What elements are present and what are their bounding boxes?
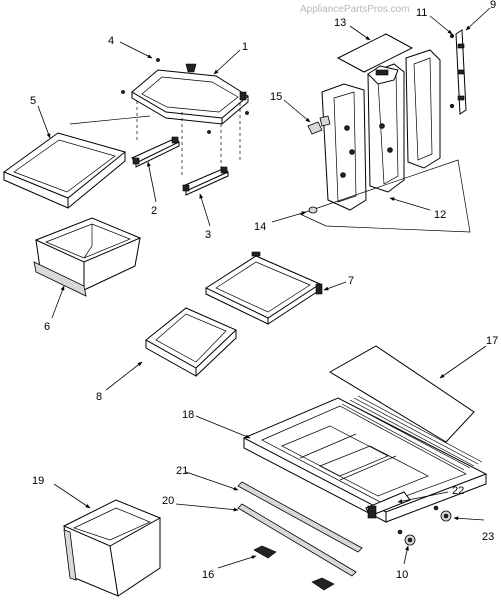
part-rail-21 — [237, 481, 363, 553]
part-slide-rail-left — [131, 136, 180, 168]
callout-5: 5 — [30, 95, 36, 107]
part-wheels — [397, 505, 452, 546]
callout-18: 18 — [182, 409, 194, 421]
callout-10: 10 — [396, 569, 408, 581]
callout-14: 14 — [254, 221, 266, 233]
callout-22: 22 — [452, 485, 464, 497]
callout-17: 17 — [486, 335, 498, 347]
callout-7: 7 — [348, 275, 354, 287]
part-clips-16 — [253, 545, 335, 591]
callout-21: 21 — [176, 465, 188, 477]
callout-20: 20 — [162, 495, 174, 507]
callout-12: 12 — [434, 209, 446, 221]
part-glass-shelf-8 — [145, 307, 237, 377]
callout-2: 2 — [151, 205, 157, 217]
callout-15: 15 — [270, 91, 282, 103]
callout-9: 9 — [490, 0, 496, 11]
callout-23: 23 — [482, 531, 494, 543]
watermark: AppliancePartsPros.com — [300, 4, 410, 15]
part-glass-shelf-5 — [2, 132, 127, 209]
part-air-duct-assembly — [299, 29, 471, 233]
part-crisper-drawer-6 — [33, 217, 142, 297]
part-crisper-cover-frame — [242, 395, 488, 523]
callout-19: 19 — [32, 475, 44, 487]
callout-3: 3 — [205, 229, 211, 241]
part-glass-cover-17 — [329, 345, 475, 443]
callout-11: 11 — [416, 7, 427, 19]
callout-13: 13 — [334, 17, 346, 29]
part-shelf-frame-upper — [69, 58, 249, 176]
callout-16: 16 — [202, 569, 214, 581]
callout-6: 6 — [44, 321, 50, 333]
part-pan-19 — [62, 499, 162, 597]
part-shelf-frame-middle — [204, 251, 323, 325]
part-rail-20 — [237, 503, 357, 577]
callout-labels: 1 2 3 4 5 6 7 8 9 10 11 12 13 14 15 16 1… — [30, 0, 498, 581]
callout-4: 4 — [108, 35, 114, 47]
callout-1: 1 — [242, 41, 248, 53]
part-screw-14 — [308, 206, 318, 214]
leader-lines — [37, 7, 491, 569]
part-slide-rail-right — [182, 166, 229, 196]
callout-8: 8 — [96, 391, 102, 403]
